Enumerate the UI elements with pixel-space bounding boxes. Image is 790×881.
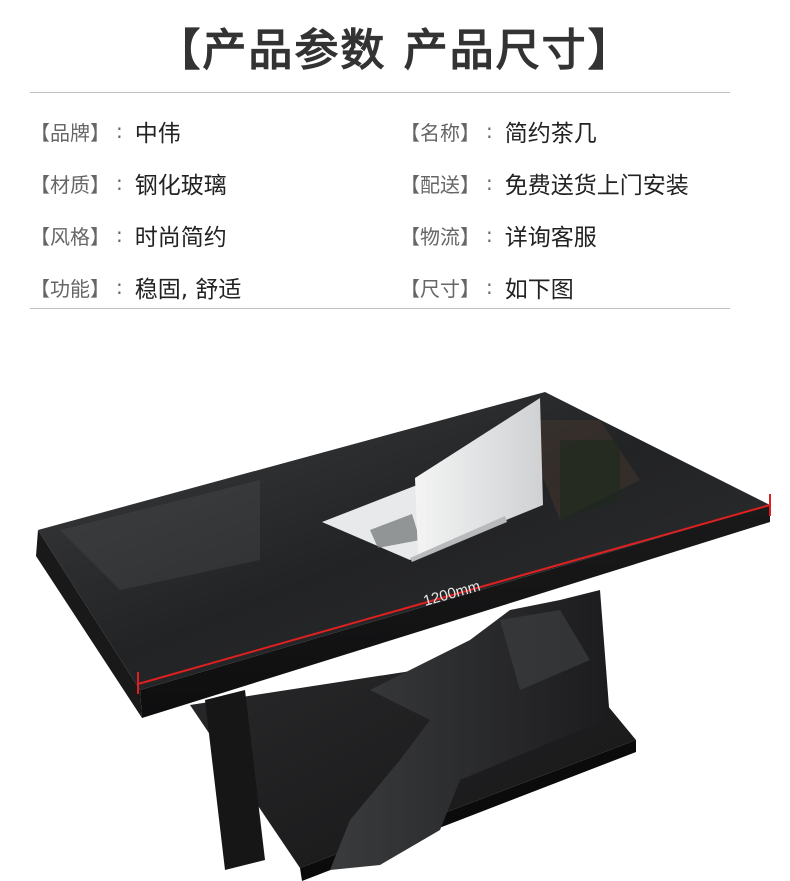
- spec-name: 【名称】: 简约茶几: [400, 105, 730, 157]
- spec-colon: :: [486, 171, 493, 195]
- spec-size: 【尺寸】: 如下图: [400, 261, 730, 313]
- spec-logistics: 【物流】: 详询客服: [400, 209, 730, 261]
- spec-label: 【尺寸】: [400, 276, 480, 301]
- spec-label: 【材质】: [30, 172, 110, 197]
- spec-colon: :: [486, 275, 493, 299]
- spec-value: 免费送货上门安装: [504, 173, 689, 199]
- spec-colon: :: [116, 223, 123, 247]
- spec-label: 【品牌】: [30, 120, 110, 145]
- spec-value: 详询客服: [504, 225, 597, 251]
- spec-label: 【物流】: [400, 224, 480, 249]
- spec-label: 【功能】: [30, 276, 110, 301]
- spec-colon: :: [116, 171, 123, 195]
- spec-label: 【风格】: [30, 224, 110, 249]
- spec-brand: 【品牌】: 中伟: [30, 105, 400, 157]
- divider-bottom: [30, 308, 730, 309]
- spec-colon: :: [116, 275, 123, 299]
- spec-colon: :: [116, 119, 123, 143]
- spec-material: 【材质】: 钢化玻璃: [30, 157, 400, 209]
- spec-colon: :: [486, 119, 493, 143]
- spec-table: 【品牌】: 中伟 【名称】: 简约茶几 【材质】: 钢化玻璃 【配送】: 免费送货上门安…: [30, 105, 730, 313]
- spec-label: 【配送】: [400, 172, 480, 197]
- spec-value: 中伟: [134, 121, 181, 147]
- spec-value: 简约茶几: [504, 121, 597, 147]
- spec-value: 稳固, 舒适: [134, 277, 242, 303]
- spec-style: 【风格】: 时尚简约: [30, 209, 400, 261]
- spec-value: 钢化玻璃: [134, 173, 227, 199]
- spec-value: 如下图: [504, 277, 574, 303]
- spec-label: 【名称】: [400, 120, 480, 145]
- spec-colon: :: [486, 223, 493, 247]
- dimension-line: [137, 494, 771, 694]
- spec-function: 【功能】: 稳固, 舒适: [30, 261, 400, 313]
- spec-delivery: 【配送】: 免费送货上门安装: [400, 157, 730, 209]
- coffee-table-photo: 1200mm: [36, 392, 771, 881]
- divider-top: [30, 92, 730, 93]
- page-title: 【产品参数 产品尺寸】: [156, 25, 634, 76]
- spec-value: 时尚简约: [134, 225, 227, 251]
